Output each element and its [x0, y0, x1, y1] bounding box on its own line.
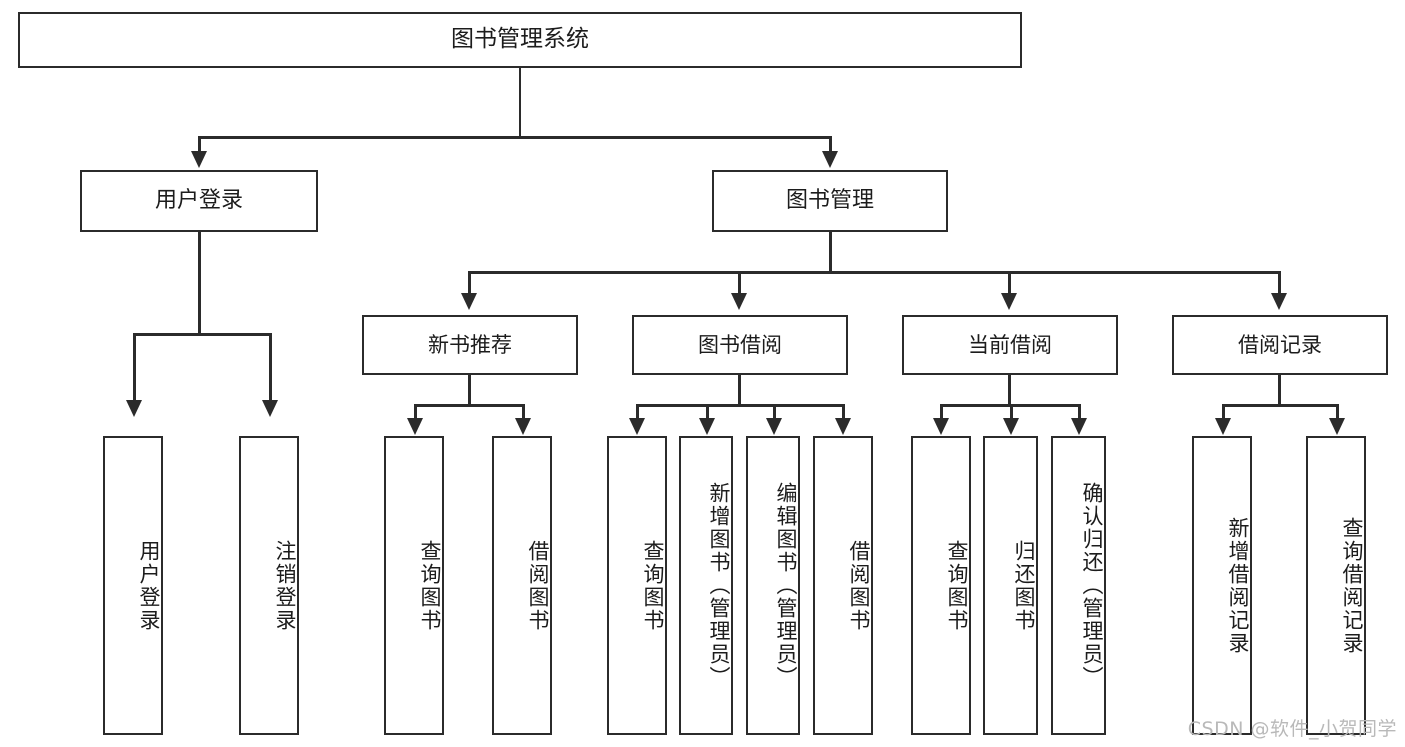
- connector-root-to-book-management: [829, 136, 832, 153]
- leaf-confirm-return[interactable]: 确认归还（管理员）: [1051, 436, 1106, 735]
- leaf-return-book[interactable]: 归还图书: [983, 436, 1038, 735]
- connector-to-current-borrow: [1008, 271, 1011, 294]
- node-label: 借阅图书: [526, 539, 550, 632]
- node-book-borrow[interactable]: 图书借阅: [632, 315, 848, 375]
- arrow-down-icon: [1001, 293, 1017, 310]
- node-label: 新书推荐: [428, 332, 512, 357]
- arrow-down-icon: [461, 293, 477, 310]
- node-label: 编辑图书（管理员）: [774, 482, 798, 689]
- connector-borrow-record-stem: [1278, 375, 1281, 406]
- node-new-book-recommend[interactable]: 新书推荐: [362, 315, 578, 375]
- node-label: 查询图书: [418, 539, 442, 632]
- connector-to-book-borrow: [738, 271, 741, 294]
- leaf-add-book[interactable]: 新增图书（管理员）: [679, 436, 733, 735]
- node-label: 当前借阅: [968, 332, 1052, 357]
- arrow-down-icon: [1271, 293, 1287, 310]
- node-book-management[interactable]: 图书管理: [712, 170, 948, 232]
- csdn-watermark: CSDN @软件_小贺同学: [1187, 718, 1397, 740]
- node-label: 图书管理系统: [451, 26, 589, 53]
- connector-root-to-user-login: [198, 136, 201, 153]
- connector-to-leaf-user-login: [133, 333, 136, 401]
- node-label: 用户登录: [154, 188, 243, 214]
- node-label: 查询借阅记录: [1340, 516, 1364, 655]
- arrow-down-icon: [731, 293, 747, 310]
- node-label: 借阅记录: [1238, 332, 1322, 357]
- node-label: 图书管理: [785, 188, 874, 214]
- connector-current-borrow-stem: [1008, 375, 1011, 406]
- connector-to-leaf-borrow-book-1: [522, 404, 525, 419]
- connector-to-new-book-recommend: [468, 271, 471, 294]
- arrow-down-icon: [1329, 418, 1345, 435]
- connector-book-management-bus: [468, 271, 1280, 274]
- arrow-down-icon: [262, 400, 278, 417]
- leaf-user-login[interactable]: 用户登录: [103, 436, 163, 735]
- connector-new-book-stem: [468, 375, 471, 406]
- arrow-down-icon: [1071, 418, 1087, 435]
- arrow-down-icon: [126, 400, 142, 417]
- connector-to-leaf-edit-book: [773, 404, 776, 419]
- arrow-down-icon: [407, 418, 423, 435]
- arrow-down-icon: [822, 151, 838, 168]
- arrow-down-icon: [1003, 418, 1019, 435]
- node-label: 用户登录: [137, 539, 161, 632]
- connector-to-leaf-query-book-3: [940, 404, 943, 419]
- connector-to-leaf-add-record: [1222, 404, 1225, 419]
- leaf-edit-book[interactable]: 编辑图书（管理员）: [746, 436, 800, 735]
- node-label: 图书借阅: [698, 332, 782, 357]
- connector-to-leaf-query-book-1: [414, 404, 417, 419]
- connector-to-leaf-borrow-book-2: [842, 404, 845, 419]
- leaf-add-record[interactable]: 新增借阅记录: [1192, 436, 1252, 735]
- arrow-down-icon: [933, 418, 949, 435]
- connector-user-login-bus: [133, 333, 271, 336]
- arrow-down-icon: [515, 418, 531, 435]
- node-label: 新增借阅记录: [1226, 516, 1250, 655]
- connector-to-leaf-query-record: [1336, 404, 1339, 419]
- connector-book-management-stem: [829, 232, 832, 273]
- connector-new-book-bus: [414, 404, 524, 407]
- leaf-query-record[interactable]: 查询借阅记录: [1306, 436, 1366, 735]
- leaf-query-book-2[interactable]: 查询图书: [607, 436, 667, 735]
- node-label: 查询图书: [945, 539, 969, 632]
- arrow-down-icon: [835, 418, 851, 435]
- connector-root-stem: [518, 68, 522, 138]
- leaf-logout-login[interactable]: 注销登录: [239, 436, 299, 735]
- leaf-query-book-3[interactable]: 查询图书: [911, 436, 971, 735]
- node-current-borrow[interactable]: 当前借阅: [902, 315, 1118, 375]
- arrow-down-icon: [191, 151, 207, 168]
- connector-to-borrow-record: [1278, 271, 1281, 294]
- arrow-down-icon: [1215, 418, 1231, 435]
- node-label: 注销登录: [273, 539, 297, 632]
- connector-to-leaf-logout-login: [269, 333, 272, 401]
- node-label: 确认归还（管理员）: [1080, 482, 1104, 689]
- leaf-borrow-book-2[interactable]: 借阅图书: [813, 436, 873, 735]
- arrow-down-icon: [766, 418, 782, 435]
- connector-to-leaf-return-book: [1010, 404, 1013, 419]
- connector-book-borrow-bus: [636, 404, 844, 407]
- arrow-down-icon: [699, 418, 715, 435]
- connector-to-leaf-confirm-return: [1078, 404, 1081, 419]
- connector-user-login-stem: [198, 232, 201, 335]
- leaf-query-book-1[interactable]: 查询图书: [384, 436, 444, 735]
- arrow-down-icon: [629, 418, 645, 435]
- leaf-borrow-book-1[interactable]: 借阅图书: [492, 436, 552, 735]
- connector-borrow-record-bus: [1222, 404, 1336, 407]
- node-label: 新增图书（管理员）: [707, 482, 731, 689]
- node-root-system[interactable]: 图书管理系统: [18, 12, 1022, 68]
- connector-book-borrow-stem: [738, 375, 741, 406]
- node-label: 借阅图书: [847, 539, 871, 632]
- node-user-login[interactable]: 用户登录: [80, 170, 318, 232]
- node-label: 归还图书: [1012, 539, 1036, 632]
- connector-to-leaf-query-book-2: [636, 404, 639, 419]
- connector-root-bus: [198, 136, 831, 139]
- node-borrow-record[interactable]: 借阅记录: [1172, 315, 1388, 375]
- connector-to-leaf-add-book: [706, 404, 709, 419]
- node-label: 查询图书: [641, 539, 665, 632]
